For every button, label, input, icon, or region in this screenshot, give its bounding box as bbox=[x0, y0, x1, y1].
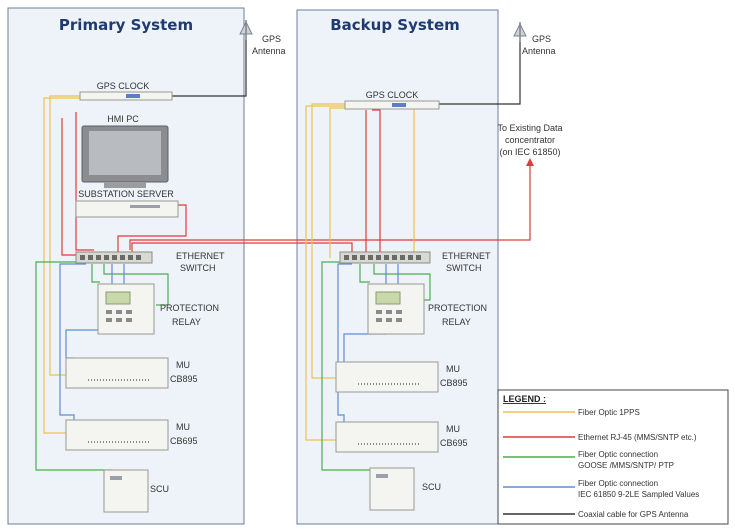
primary-coax-cable bbox=[170, 40, 247, 97]
backup-ethernet-switch-label-1: ETHERNET bbox=[442, 251, 491, 261]
primary-protection-relay: PROTECTION RELAY bbox=[97, 283, 219, 335]
mu-unit-icon bbox=[335, 421, 439, 453]
primary-system-title: Primary System bbox=[59, 16, 193, 34]
primary-protection-relay-label-1: PROTECTION bbox=[160, 303, 219, 313]
primary-gps-antenna-label-1: GPS bbox=[262, 34, 281, 44]
legend-item-coax: Coaxial cable for GPS Antenna bbox=[578, 510, 689, 519]
backup-mu-cb695-label-1: MU bbox=[446, 424, 460, 434]
hmi-pc: HMI PC bbox=[81, 114, 169, 188]
backup-gps-antenna-label-1: GPS bbox=[532, 34, 551, 44]
backup-protection-relay-label-1: PROTECTION bbox=[428, 303, 487, 313]
primary-gps-clock-label: GPS CLOCK bbox=[97, 81, 150, 91]
primary-scu: SCU bbox=[103, 469, 169, 513]
mu-unit-icon bbox=[65, 357, 169, 389]
primary-backup-eth-link bbox=[131, 242, 353, 254]
data-concentrator-note: To Existing Data concentrator (on IEC 61… bbox=[497, 123, 563, 166]
primary-goose-relay bbox=[91, 264, 100, 283]
primary-mu-cb695-label-1: MU bbox=[176, 422, 190, 432]
backup-goose-relay bbox=[359, 264, 370, 283]
backup-gps-clock: GPS CLOCK bbox=[344, 90, 440, 110]
legend-title: LEGEND : bbox=[503, 394, 546, 404]
legend-item-sv-2: IEC 61850 9-2LE Sampled Values bbox=[578, 490, 699, 499]
primary-gps-antenna-label-2: Antenna bbox=[252, 46, 286, 56]
hmi-pc-label: HMI PC bbox=[107, 114, 139, 124]
primary-ethernet-switch-label-1: ETHERNET bbox=[176, 251, 225, 261]
data-concentrator-label-2: concentrator bbox=[505, 135, 555, 145]
backup-mu-cb895: MU CB895 bbox=[335, 361, 468, 393]
backup-coax-cable bbox=[438, 42, 521, 105]
backup-system-title: Backup System bbox=[330, 16, 460, 34]
legend-item-sv-1: Fiber Optic connection bbox=[578, 479, 658, 488]
backup-ethernet-switch: ETHERNET SWITCH bbox=[339, 251, 491, 273]
primary-mu-cb895: MU CB895 bbox=[65, 357, 198, 389]
legend-item-ethernet: Ethernet RJ-45 (MMS/SNTP etc.) bbox=[578, 433, 697, 442]
legend-item-goose-1: Fiber Optic connection bbox=[578, 450, 658, 459]
backup-gps-clock-label: GPS CLOCK bbox=[366, 90, 419, 100]
legend-item-goose-2: GOOSE /MMS/SNTP/ PTP bbox=[578, 461, 674, 470]
backup-mu-cb895-label-2: CB895 bbox=[440, 378, 468, 388]
data-concentrator-label-1: To Existing Data bbox=[497, 123, 562, 133]
backup-mu-cb695-label-2: CB695 bbox=[440, 438, 468, 448]
arrow-up-icon bbox=[526, 158, 534, 166]
backup-goose-relay-2 bbox=[373, 264, 431, 301]
primary-gps-clock: GPS CLOCK bbox=[79, 81, 173, 101]
backup-gps-antenna-label-2: Antenna bbox=[522, 46, 556, 56]
legend-item-1pps: Fiber Optic 1PPS bbox=[578, 408, 640, 417]
primary-eth-hmi bbox=[75, 112, 94, 251]
backup-ethernet-switch-label-2: SWITCH bbox=[446, 263, 482, 273]
data-concentrator-label-3: (on IEC 61850) bbox=[499, 147, 560, 157]
primary-ethernet-switch: ETHERNET SWITCH bbox=[75, 251, 225, 273]
primary-sv-mu2 bbox=[59, 263, 86, 423]
primary-mu-cb895-label-1: MU bbox=[176, 360, 190, 370]
backup-mu-cb695: MU CB695 bbox=[335, 421, 468, 453]
primary-eth-server bbox=[117, 204, 187, 252]
primary-ethernet-switch-label-2: SWITCH bbox=[180, 263, 216, 273]
mu-unit-icon bbox=[335, 361, 439, 393]
backup-sv-mu2 bbox=[337, 263, 352, 423]
primary-mu-cb895-label-2: CB895 bbox=[170, 374, 198, 384]
backup-protection-relay-label-2: RELAY bbox=[442, 317, 471, 327]
backup-eth-clock-2 bbox=[372, 109, 381, 255]
substation-server-label: SUBSTATION SERVER bbox=[78, 189, 174, 199]
backup-scu: SCU bbox=[369, 467, 441, 511]
primary-1pps-mu2 bbox=[43, 97, 86, 434]
backup-1pps-mu1 bbox=[311, 103, 350, 379]
primary-mu-cb695-label-2: CB695 bbox=[170, 436, 198, 446]
legend: LEGEND : Fiber Optic 1PPS Ethernet RJ-45… bbox=[497, 389, 729, 525]
primary-goose-relay-2 bbox=[103, 264, 169, 306]
backup-scu-label: SCU bbox=[422, 482, 441, 492]
primary-1pps-mu1 bbox=[49, 95, 82, 376]
primary-gps-antenna: GPS Antenna bbox=[239, 20, 286, 56]
primary-scu-label: SCU bbox=[150, 484, 169, 494]
primary-mu-cb695: MU CB695 bbox=[65, 419, 198, 451]
server-unit-icon bbox=[75, 200, 179, 218]
backup-mu-cb895-label-1: MU bbox=[446, 364, 460, 374]
substation-server: SUBSTATION SERVER bbox=[75, 189, 179, 218]
backup-gps-antenna: GPS Antenna bbox=[513, 22, 556, 56]
mu-unit-icon bbox=[65, 419, 169, 451]
primary-protection-relay-label-2: RELAY bbox=[172, 317, 201, 327]
backup-protection-relay: PROTECTION RELAY bbox=[367, 283, 487, 335]
